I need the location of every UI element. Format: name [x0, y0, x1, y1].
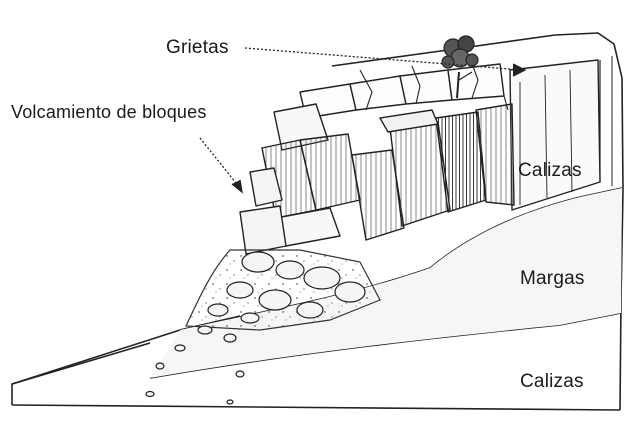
- block-bottom-edge: [12, 405, 620, 410]
- label-volcamiento-de-bloques: Volcamiento de bloques: [11, 102, 207, 123]
- label-calizas-top: Calizas: [518, 160, 582, 182]
- volcamiento-arrowhead: [232, 180, 242, 192]
- label-calizas-bottom: Calizas: [520, 371, 584, 393]
- volcamiento-leader: [200, 138, 240, 188]
- label-grietas: Grietas: [166, 37, 229, 59]
- slab-front-edge: [12, 343, 150, 405]
- label-margas: Margas: [520, 268, 585, 290]
